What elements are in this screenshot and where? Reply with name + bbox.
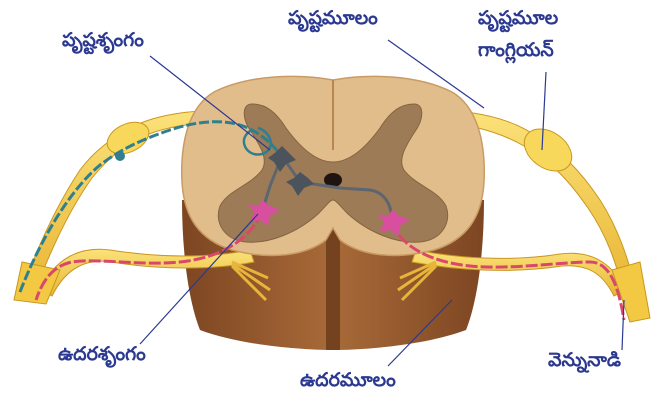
label-dorsal-horn: పృష్టశృంగం bbox=[62, 30, 144, 52]
label-ventral-root: ఉదరమూలం bbox=[300, 370, 396, 392]
label-dorsal-root: పృష్టమూలం bbox=[288, 8, 378, 30]
label-ventral-horn: ఉదరశృంగం bbox=[58, 344, 146, 366]
label-dorsal-root-ganglion-line2: గాంగ్లియన్ bbox=[478, 40, 554, 62]
label-dorsal-root-ganglion-line1: పృష్టమూల bbox=[478, 8, 558, 30]
label-spinal-nerve: వెన్నునాడి bbox=[548, 350, 621, 372]
spinal-cord-cross-section bbox=[182, 76, 484, 255]
sensory-cell-body bbox=[115, 151, 125, 161]
